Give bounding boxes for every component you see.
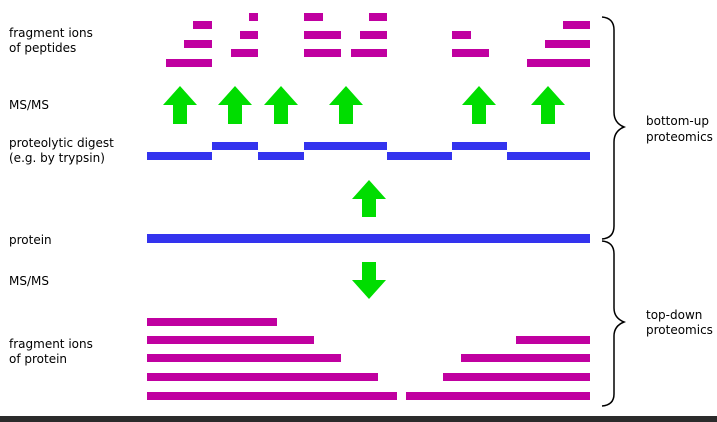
up-arrow [218,86,252,124]
protein-fragment-bar [516,336,590,344]
protein-fragment-bar [147,318,277,326]
protein-fragment-bar [147,354,341,362]
peptide-fragment-bar [527,59,590,67]
label-proteolytic-digest: proteolytic digest (e.g. by trypsin) [9,136,118,165]
msms-down-arrow [352,262,386,299]
digest-segment [304,142,387,150]
proteolytic-digest-segments [147,142,590,160]
peptide-fragment-bar [360,31,387,39]
label-top-down-proteomics: top-down proteomics [646,308,713,337]
peptide-fragment-ions [166,13,590,67]
peptide-fragment-bar [563,21,590,29]
up-arrow [531,86,565,124]
up-arrow [462,86,496,124]
digest-segment [212,142,258,150]
protein-fragment-bar [147,336,314,344]
peptide-fragment-bar [249,13,258,21]
peptide-fragment-bar [240,31,258,39]
digest-segment [452,142,507,150]
label-msms-top: MS/MS [9,98,49,112]
peptide-fragment-bar [351,49,387,57]
peptide-fragment-bar [452,49,489,57]
label-msms-bottom: MS/MS [9,274,49,288]
peptide-fragment-bar [452,31,471,39]
label-bottom-up-proteomics: bottom-up proteomics [646,114,713,144]
protein-fragment-ions [147,318,590,400]
msms-up-arrows [163,86,565,124]
peptide-fragment-bar [193,21,212,29]
peptide-fragment-bar [304,31,341,39]
label-fragment-ions-peptides: fragment ions of peptides [9,26,97,55]
label-protein: protein [9,233,52,247]
digest-segment [258,152,304,160]
bottom-border [0,416,717,422]
protein-fragment-bar [147,373,378,381]
peptide-fragment-bar [304,49,341,57]
up-arrow [264,86,298,124]
protein-bar [147,234,590,243]
digest-segment [147,152,212,160]
peptide-fragment-bar [304,13,323,21]
label-fragment-ions-protein: fragment ions of protein [9,337,97,366]
digest-segment [387,152,452,160]
protein-fragment-bar [443,373,590,381]
up-arrow [329,86,363,124]
protein-fragment-bar [461,354,590,362]
peptide-fragment-bar [231,49,258,57]
peptide-fragment-bar [545,40,590,48]
digest-up-arrow [352,180,386,217]
bottom-up-brace [601,16,627,240]
top-down-brace [601,240,627,407]
peptide-fragment-bar [369,13,387,21]
digest-segment [507,152,590,160]
peptide-fragment-bar [166,59,212,67]
protein-fragment-bar [147,392,397,400]
up-arrow [163,86,197,124]
peptide-fragment-bar [184,40,212,48]
protein-fragment-bar [406,392,590,400]
